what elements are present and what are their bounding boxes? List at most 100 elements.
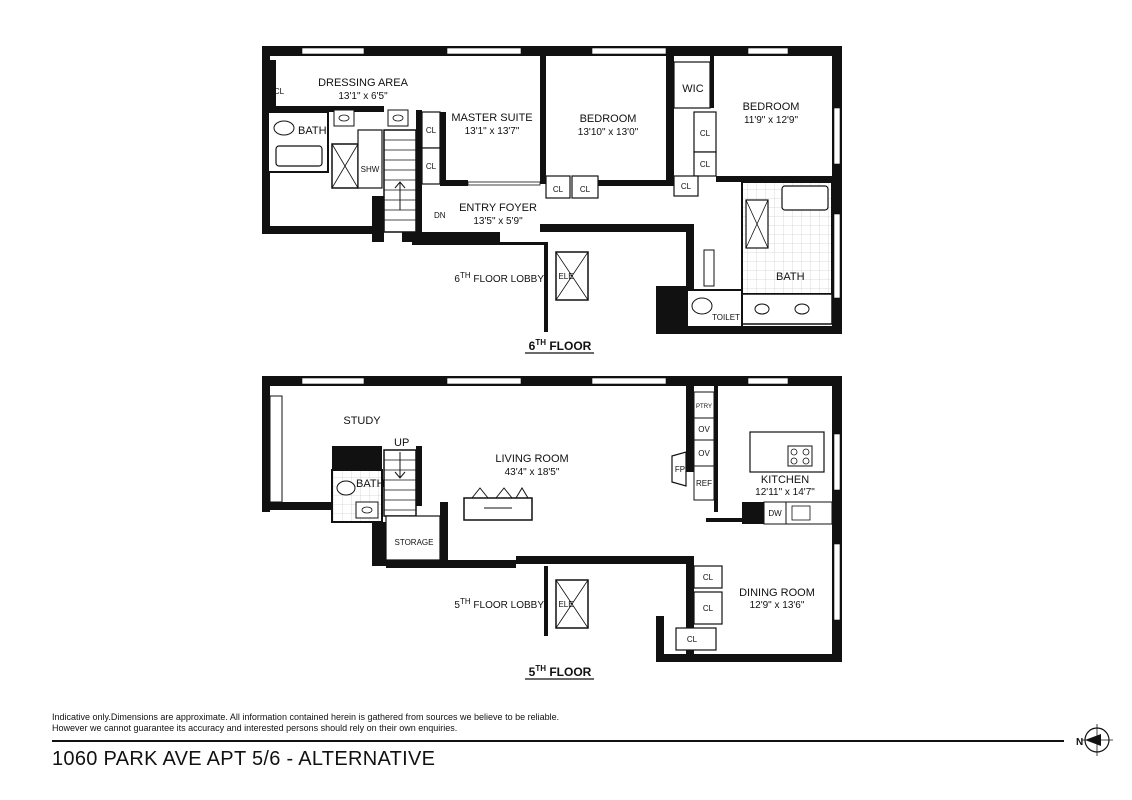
- closet: [673, 175, 699, 197]
- bench: [463, 497, 533, 521]
- window: [446, 377, 522, 385]
- wall: [270, 60, 276, 150]
- wall: [262, 376, 840, 386]
- closet-label: CL: [703, 573, 714, 582]
- wic-label: WIC: [682, 83, 703, 95]
- study-label: STUDY: [343, 415, 381, 427]
- refrigerator-label: REF: [696, 479, 712, 488]
- elevator-cross: [555, 251, 589, 301]
- sink-basin: [794, 303, 810, 315]
- toilet: [273, 120, 295, 136]
- living-room-dim: 43'4" x 18'5": [505, 467, 560, 478]
- shower-diagonal: [331, 143, 359, 189]
- pantry-label: PTRY: [696, 404, 712, 410]
- wall: [544, 242, 548, 332]
- wall: [440, 112, 446, 186]
- closet-label: CL: [426, 126, 437, 135]
- wall: [357, 129, 383, 189]
- entry-foyer-dim: 13'5" x 5'9": [473, 216, 523, 227]
- closet: [571, 175, 599, 199]
- wall: [516, 556, 694, 564]
- window: [747, 377, 789, 385]
- bath-label: BATH: [298, 125, 327, 137]
- wall: [372, 196, 384, 242]
- window: [833, 107, 841, 165]
- sixth-floor-plan: [262, 46, 842, 334]
- wall: [716, 176, 832, 182]
- disclaimer-line: Indicative only.Dimensions are approxima…: [52, 712, 560, 722]
- wall: [706, 518, 742, 522]
- wall: [656, 654, 842, 662]
- wall: [276, 106, 384, 112]
- toilet: [691, 297, 713, 315]
- wall: [262, 226, 372, 234]
- burner: [802, 448, 810, 456]
- stair-down-label: DN: [434, 211, 446, 220]
- window: [591, 377, 667, 385]
- toilet-label: TOILET: [712, 313, 740, 322]
- bathtub: [275, 145, 323, 167]
- compass-icon: [1081, 724, 1113, 756]
- dining-room-name: DINING ROOM: [739, 587, 815, 599]
- dining-room-dim: 12'9" x 13'6": [750, 600, 805, 611]
- window: [833, 213, 841, 299]
- wall: [446, 180, 468, 186]
- storage: [385, 515, 441, 561]
- door-slider: [467, 181, 541, 186]
- window: [833, 543, 841, 621]
- wall: [666, 56, 674, 186]
- wall: [262, 46, 840, 56]
- wall: [262, 502, 332, 510]
- bedroom-dim: 11'9" x 12'9": [744, 115, 799, 126]
- kitchen-dim: 12'11" x 14'7": [755, 487, 815, 498]
- wall: [686, 224, 694, 290]
- floor-lobby-label: 5TH FLOOR LOBBY: [454, 597, 544, 611]
- burner: [790, 457, 798, 465]
- toilet: [336, 480, 356, 496]
- oven-label: OV: [698, 449, 710, 458]
- living-room-name: LIVING ROOM: [495, 453, 568, 465]
- sink-basin: [338, 114, 350, 122]
- bedroom-name: BEDROOM: [743, 101, 800, 113]
- window: [446, 47, 522, 55]
- wall: [544, 566, 548, 636]
- elevator-label: ELE: [558, 600, 573, 609]
- wall: [656, 616, 664, 660]
- storage-label: STORAGE: [395, 538, 434, 547]
- kitchen-name: KITCHEN: [761, 474, 809, 486]
- bench-detail: [471, 487, 529, 499]
- sink-basin: [361, 506, 373, 514]
- closet: [693, 565, 723, 589]
- sixth-floor-labels: DRESSING AREA 13'1" x 6'5" MASTER SUITE …: [274, 77, 805, 354]
- shower-label: SHW: [361, 165, 380, 174]
- wall: [386, 560, 516, 568]
- wall: [412, 242, 544, 245]
- wall: [714, 386, 718, 512]
- disclaimer: Indicative only.Dimensions are approxima…: [52, 712, 752, 734]
- burner: [802, 457, 810, 465]
- stair-up-label: UP: [394, 437, 409, 449]
- dishwasher-label: DW: [768, 509, 782, 518]
- closet: [673, 61, 711, 109]
- shower-diagonal: [745, 199, 769, 249]
- floor-lobby-label: 6TH FLOOR LOBBY: [454, 271, 544, 285]
- fifth-floor-labels: STUDY LIVING ROOM 43'4" x 18'5" KITCHEN …: [343, 404, 815, 680]
- study-divider: [269, 395, 283, 503]
- wall: [402, 232, 500, 242]
- floor-title: 5TH FLOOR: [529, 664, 592, 679]
- stair-arrow: [394, 452, 406, 479]
- closet: [693, 151, 717, 177]
- master-suite-dim: 13'1" x 13'7": [465, 126, 520, 137]
- closet-label: CL: [274, 87, 285, 96]
- bedroom-dim: 13'10" x 13'0": [578, 127, 639, 138]
- dressing-area-dim: 13'1" x 6'5": [338, 91, 388, 102]
- window: [833, 433, 841, 491]
- wall: [703, 249, 715, 287]
- wall: [416, 110, 422, 236]
- wall: [416, 446, 422, 506]
- stair-arrow: [394, 181, 406, 210]
- wall: [540, 56, 546, 184]
- disclaimer-line: However we cannot guarantee its accuracy…: [52, 723, 458, 733]
- floor-title: 6TH FLOOR: [529, 338, 592, 353]
- closet: [545, 175, 571, 199]
